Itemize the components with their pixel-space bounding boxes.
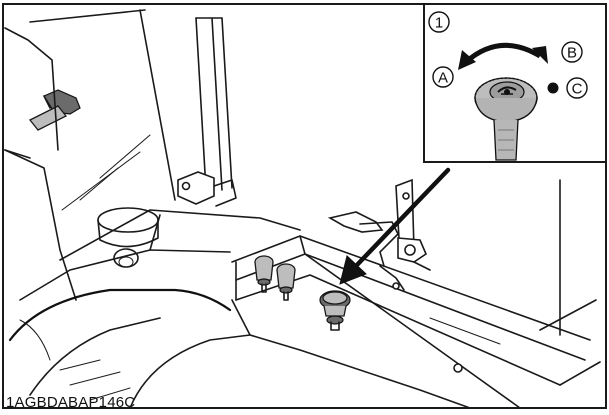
console-body [8, 209, 301, 409]
floor-rail [231, 179, 601, 409]
latch-bracket [327, 178, 431, 291]
cup-holder [97, 207, 159, 268]
figure-code: 1AGBDABAP146C [6, 394, 136, 411]
window-frame-lines [4, 9, 176, 301]
label-number: 1 [428, 11, 450, 33]
label-c: C [566, 77, 588, 99]
adjustment-knob [319, 290, 351, 331]
cab-pillar [177, 17, 237, 207]
door-lever [28, 89, 81, 131]
callout-inset: 1 A B C [423, 3, 607, 163]
small-knob-left [254, 255, 274, 293]
svg-text:A: A [438, 70, 448, 87]
svg-text:B: B [567, 45, 577, 62]
svg-text:1: 1 [435, 15, 443, 32]
pointer-arrow [339, 167, 451, 285]
label-a: A [432, 66, 454, 88]
label-b: B [561, 41, 583, 63]
position-dot [547, 82, 559, 94]
small-knob-right [276, 263, 296, 301]
figure-frame [2, 3, 607, 409]
svg-text:C: C [572, 81, 583, 98]
